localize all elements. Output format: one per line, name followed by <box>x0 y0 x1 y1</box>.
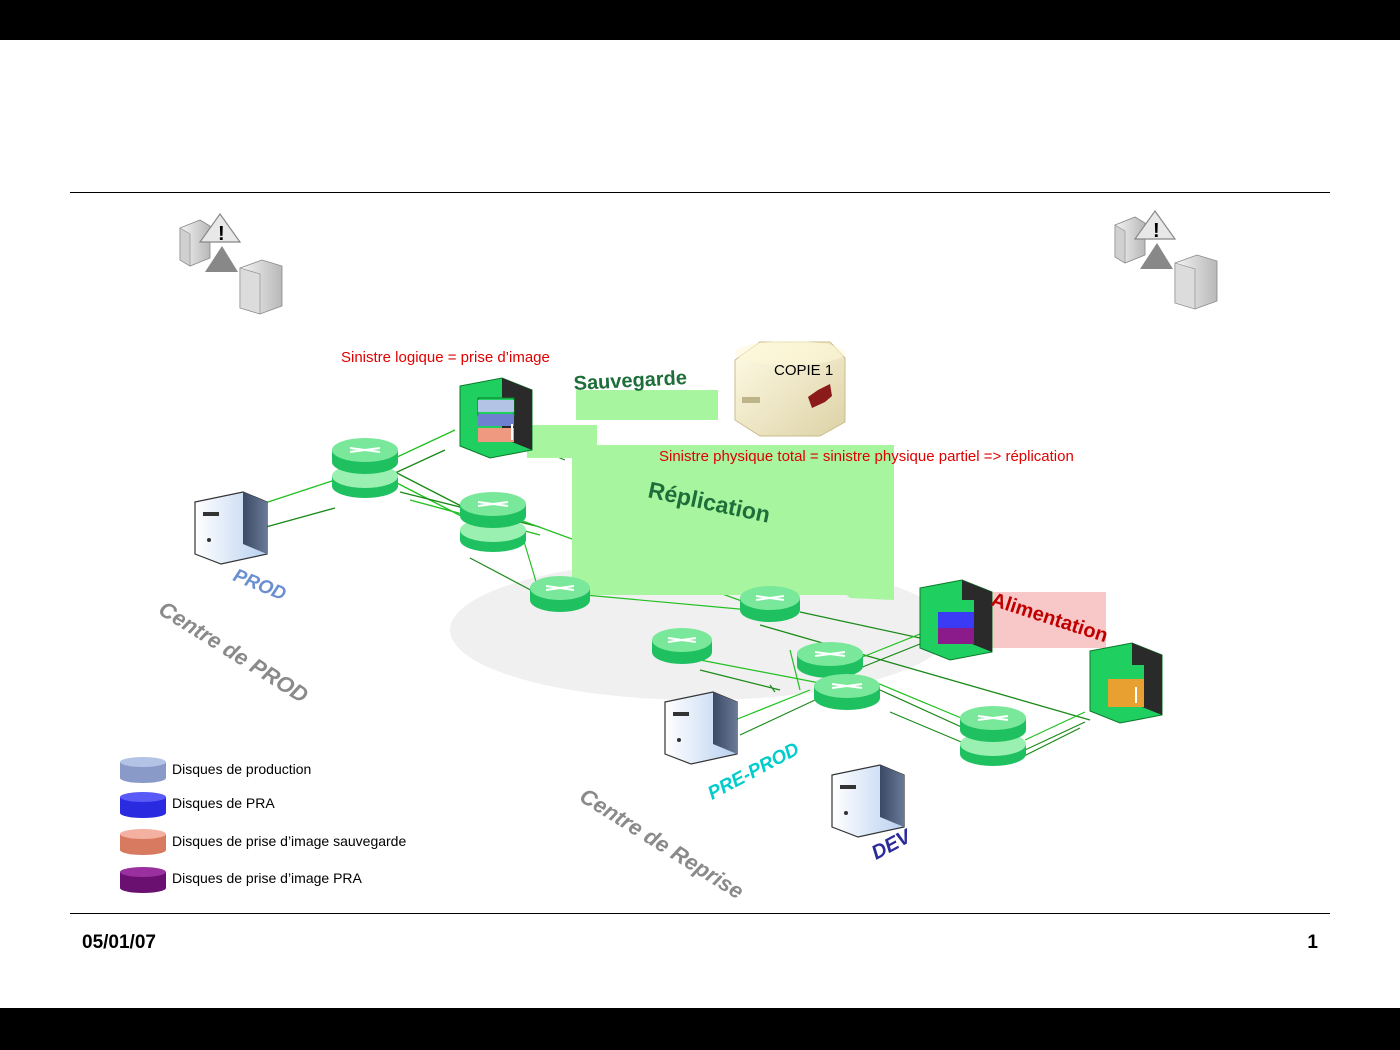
centre-prod-label: Centre de PROD <box>154 596 312 708</box>
router-wan-3-icon <box>652 628 712 664</box>
bottom-divider <box>70 913 1330 914</box>
storage-array-backup-icon <box>1089 642 1163 724</box>
legend-label: Disques de prise d’image sauvegarde <box>172 833 406 849</box>
legend-label: Disques de prise d’image PRA <box>172 870 363 886</box>
replication-highlight <box>527 390 894 600</box>
legend: Disques de production Disques de PRA Dis… <box>120 757 406 893</box>
centre-reprise-label: Centre de Reprise <box>575 783 748 904</box>
sinistre-logique-label: Sinistre logique = prise d’image <box>341 349 550 366</box>
legend-item: Disques de production <box>120 757 311 783</box>
pra-disk-icon <box>120 792 166 818</box>
server-prod-icon <box>194 491 268 565</box>
tape-copy-device-icon <box>734 341 846 437</box>
router-wan-1-icon <box>530 576 590 612</box>
svg-text:!: ! <box>1153 220 1160 242</box>
network-diagram: ! ! <box>120 209 1218 904</box>
pra-snapshot-disk-icon <box>120 867 166 893</box>
switch-reprise-a-icon <box>797 642 863 678</box>
switch-reprise-b-icon <box>814 674 880 710</box>
footer-date: 05/01/07 <box>82 932 156 953</box>
backup-snapshot-disk-icon <box>120 829 166 855</box>
switch-prod-core-icon <box>332 438 398 498</box>
warning-server-icon-left: ! <box>179 212 283 315</box>
legend-item: Disques de prise d’image sauvegarde <box>120 829 406 855</box>
prod-label: PROD <box>230 565 289 605</box>
copie-label: COPIE 1 <box>774 362 833 379</box>
switch-prod-secondary-icon <box>460 492 526 552</box>
legend-item: Disques de PRA <box>120 792 275 818</box>
warning-server-icon-right: ! <box>1114 209 1218 310</box>
legend-item: Disques de prise d’image PRA <box>120 867 363 893</box>
legend-label: Disques de PRA <box>172 795 275 811</box>
production-disk-icon <box>120 757 166 783</box>
footer-page-number: 1 <box>1307 932 1318 953</box>
legend-label: Disques de production <box>172 761 311 777</box>
top-divider <box>70 192 1330 193</box>
sinistre-physique-label: Sinistre physique total = sinistre physi… <box>659 448 1074 465</box>
switch-reprise-core-icon <box>960 706 1026 766</box>
svg-text:!: ! <box>218 223 225 245</box>
router-wan-2-icon <box>740 586 800 622</box>
storage-array-prod-icon <box>459 377 533 459</box>
server-preprod-icon <box>664 691 738 765</box>
server-dev-icon <box>831 764 905 838</box>
storage-array-pra-icon <box>919 579 993 661</box>
slide: ! ! <box>0 40 1400 1008</box>
